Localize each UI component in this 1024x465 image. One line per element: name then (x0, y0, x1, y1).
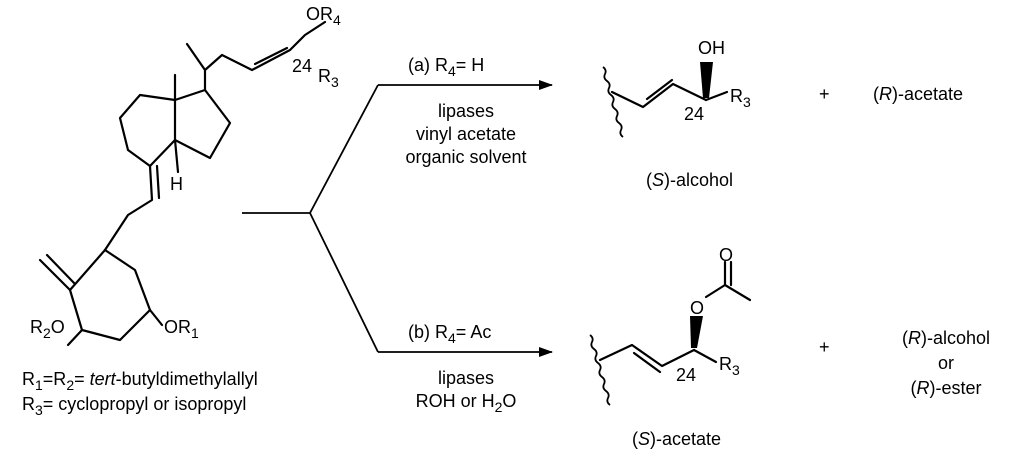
substituent-definition-1: R1=R2= tert-butyldimethylallyl (22, 369, 258, 393)
starting-material-structure (38, 20, 327, 347)
route-a-reagent-1: lipases (438, 101, 494, 121)
route-b-reagent-1: lipases (438, 368, 494, 388)
diene-linkage (103, 164, 161, 252)
product-a-r3: R3 (730, 86, 751, 110)
byproduct-b-line3: (R)-ester (910, 378, 981, 398)
a-ring (68, 248, 152, 342)
label-or4: OR4 (306, 4, 341, 28)
six-membered-ring-c (118, 93, 177, 168)
label-or1: OR1 (164, 317, 199, 341)
c24-r3-bond-a (704, 90, 729, 102)
route-b-condition: (b) R4= Ac (408, 322, 491, 346)
route-a-reagent-3: organic solvent (405, 147, 526, 167)
product-b-carbonyl-o: O (719, 245, 733, 265)
product-b-ester-o: O (690, 298, 704, 318)
exo-methylene (38, 253, 77, 292)
alkene-chain-a (610, 78, 708, 109)
wedge-o-b (690, 316, 703, 348)
product-b-r3: R3 (719, 354, 740, 378)
product-b-name: (S)-acetate (632, 429, 721, 449)
substituent-definition-2: R3= cyclopropyl or isopropyl (22, 394, 246, 418)
side-chain-bonds (185, 20, 327, 92)
label-c24: 24 (292, 56, 312, 76)
plus-sign-a: + (819, 84, 830, 104)
product-a-c24: 24 (684, 104, 704, 124)
label-h: H (170, 174, 183, 194)
route-a-condition: (a) R4= H (408, 55, 484, 79)
alkene-chain-b (598, 343, 696, 374)
plus-sign-b: + (819, 337, 830, 357)
wavy-bond-a (602, 66, 624, 138)
route-a-reagent-2: vinyl acetate (416, 124, 516, 144)
product-b-c24: 24 (676, 365, 696, 385)
product-a-name: (S)-alcohol (646, 170, 733, 190)
product-a-oh: OH (698, 38, 725, 58)
c24-r3-bond-b (692, 348, 718, 364)
product-a-structure (602, 62, 729, 138)
byproduct-b-line1: (R)-alcohol (902, 328, 990, 348)
byproduct-a: (R)-acetate (873, 84, 963, 104)
ester-group-bonds (704, 260, 752, 302)
five-membered-ring (173, 88, 232, 160)
a-ring-o-bonds (66, 308, 164, 347)
wavy-bond-b (589, 334, 611, 406)
ring-junction-h-bond (173, 138, 180, 174)
byproduct-b-line2: or (938, 353, 954, 373)
branch-lines (242, 80, 553, 357)
product-b-structure (589, 260, 752, 406)
route-b-reagent-2: ROH or H2O (416, 391, 517, 415)
wedge-oh-a (700, 62, 713, 98)
label-r3: R3 (318, 66, 339, 90)
label-r2o: R2O (30, 317, 65, 341)
